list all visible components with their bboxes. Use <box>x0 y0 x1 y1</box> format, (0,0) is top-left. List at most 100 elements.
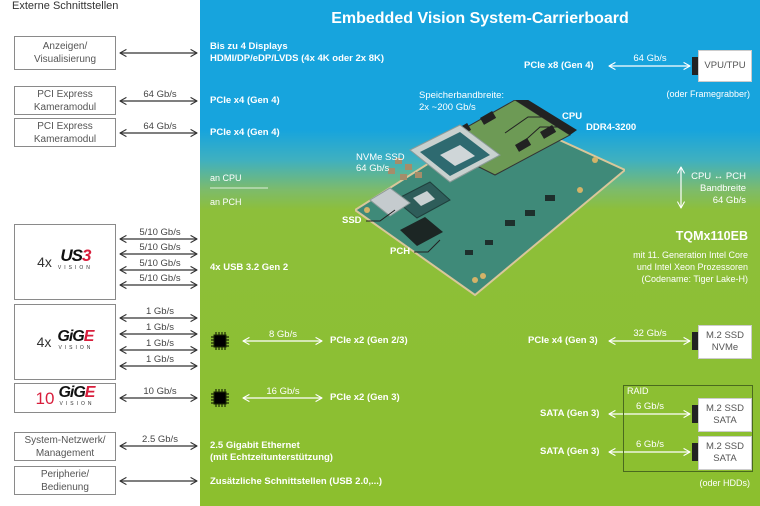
m2-sata-ssd-box-1: M.2 SSD SATA <box>698 398 752 432</box>
raid-label: RAID <box>627 386 649 396</box>
10gige-logo-accent: E <box>84 383 96 401</box>
network-management-box: System-Netzwerk/ Management <box>14 432 116 461</box>
gige-logo-accent: E <box>83 327 95 345</box>
vpu-rate: 64 Gb/s <box>633 53 667 64</box>
pcie-camera-2-line1: PCI Express <box>37 120 93 132</box>
pch-callout: PCH <box>390 246 411 257</box>
network-box-line2: Management <box>35 447 95 459</box>
network-rate: 2.5 Gb/s <box>142 434 178 445</box>
10gige-vision-logo: GiGE VISION <box>58 383 96 411</box>
sata-1-interface: SATA (Gen 3) <box>540 408 600 419</box>
usb3-logo-main: US <box>60 246 83 265</box>
gige-logo-main: GiG <box>57 327 84 345</box>
nvme-connector <box>692 332 698 350</box>
m2-sata-ssd-box-2: M.2 SSD SATA <box>698 436 752 470</box>
memory-bandwidth-line1: Speicherbandbreite: <box>419 90 505 101</box>
pcie-camera-1-line1: PCI Express <box>37 88 93 100</box>
usb-interface: 4x USB 3.2 Gen 2 <box>210 262 289 273</box>
10gige-vision-box: 10 GiGE VISION <box>14 383 116 413</box>
gige-count: 4x <box>36 333 52 350</box>
module-desc-line2: und Intel Xeon Prozessoren <box>636 262 748 272</box>
gige-vision-box: 4x GiGE VISION <box>14 304 116 380</box>
network-box-line1: System-Netzwerk/ <box>24 434 106 446</box>
usb3-count: 4x <box>37 253 52 270</box>
m2-sata-2-line2: SATA <box>713 453 737 464</box>
ethernet-interface-line1: 2.5 Gigabit Ethernet <box>210 440 300 451</box>
sata-1-rate: 6 Gb/s <box>636 401 664 412</box>
sata-1-connector <box>692 405 698 423</box>
cpu-label: an CPU <box>210 173 242 183</box>
controller-chip-icon <box>211 389 229 407</box>
displays-box-line1: Anzeigen/ <box>42 41 88 52</box>
usb3-vision-logo: US3 VISION <box>57 246 93 275</box>
m2-sata-1-line2: SATA <box>713 415 737 426</box>
nvme-rate: 32 Gb/s <box>633 328 667 339</box>
cpu-pch-bandwidth-line3: 64 Gb/s <box>712 195 746 206</box>
pcie-camera-1-line2: Kameramodul <box>33 101 97 113</box>
m2-nvme-line1: M.2 SSD <box>705 330 744 341</box>
10gige-pcie-rate: 16 Gb/s <box>266 386 300 397</box>
gige-vision-logo: GiGE VISION <box>57 327 95 355</box>
pch-label: an PCH <box>210 197 242 207</box>
peripherals-box: Peripherie/ Bedienung <box>14 466 116 495</box>
pcie-camera-box-2: PCI Express Kameramodul <box>14 118 116 147</box>
sata-2-connector <box>692 443 698 461</box>
m2-nvme-line2: NVMe <box>711 342 739 353</box>
gige-rate-4: 1 Gb/s <box>146 354 174 365</box>
pcie-camera-2-line2: Kameramodul <box>33 133 97 145</box>
framegrabber-note: (oder Framegrabber) <box>666 89 750 99</box>
m2-nvme-ssd-box: M.2 SSD NVMe <box>698 325 752 359</box>
pcie-camera-box-1: PCI Express Kameramodul <box>14 86 116 115</box>
gige-rate-2: 1 Gb/s <box>146 322 174 333</box>
sata-2-rate: 6 Gb/s <box>636 439 664 450</box>
sata-2-interface: SATA (Gen 3) <box>540 446 600 457</box>
nvme-ssd-label-line1: NVMe SSD <box>356 152 405 163</box>
gige-pcie-rate: 8 Gb/s <box>269 329 297 340</box>
usb-rate-4: 5/10 Gb/s <box>139 273 181 284</box>
10gige-logo-main: GiG <box>58 383 85 401</box>
vpu-tpu-box: VPU/TPU <box>698 50 752 82</box>
m2-sata-2-line1: M.2 SSD <box>705 441 744 452</box>
10gige-logo-sub: VISION <box>59 400 95 407</box>
vpu-tpu-label: VPU/TPU <box>704 60 746 71</box>
cpu-pch-bandwidth-line2: Bandbreite <box>700 183 746 194</box>
raid-group <box>623 385 753 472</box>
controller-chip-icon <box>211 332 229 350</box>
gige-rate-1: 1 Gb/s <box>146 306 174 317</box>
gige-rate-3: 1 Gb/s <box>146 338 174 349</box>
hdd-note: (oder HDDs) <box>699 478 750 488</box>
ddr-callout: DDR4-3200 <box>586 122 637 133</box>
ethernet-interface-line2: (mit Echtzeitunterstützung) <box>210 452 333 463</box>
extra-interfaces: Zusätzliche Schnittstellen (USB 2.0,...) <box>210 476 383 487</box>
displays-box-line2: Visualisierung <box>33 54 97 65</box>
cpu-callout: CPU <box>562 111 583 122</box>
displays-interface-line1: Bis zu 4 Displays <box>210 41 288 52</box>
usb3-logo-sub: VISION <box>57 265 93 271</box>
module-name: TQMx110EB <box>675 229 748 243</box>
displays-box: Anzeigen/ Visualisierung <box>14 36 116 70</box>
tqmx110eb-module-image <box>355 100 625 297</box>
vpu-interface: PCIe x8 (Gen 4) <box>524 60 594 71</box>
pcie-cam-2-interface: PCIe x4 (Gen 4) <box>210 127 280 138</box>
peripherals-box-line2: Bedienung <box>41 481 89 493</box>
page-title: Embedded Vision System-Carrierboard <box>331 10 629 27</box>
10gige-rate: 10 Gb/s <box>143 386 177 397</box>
pcie-cam-2-rate: 64 Gb/s <box>143 121 177 132</box>
usb-rate-1: 5/10 Gb/s <box>139 227 181 238</box>
usb3-vision-box: 4x US3 VISION <box>14 224 116 300</box>
usb-rate-3: 5/10 Gb/s <box>139 258 181 269</box>
cpu-pch-bandwidth-line1: CPU ↔ PCH <box>691 171 746 182</box>
external-interfaces-heading: Externe Schnittstellen <box>12 0 119 12</box>
m2-sata-1-line1: M.2 SSD <box>705 403 744 414</box>
usb3-logo-accent: 3 <box>81 246 92 265</box>
memory-bandwidth-line2: 2x ~200 Gb/s <box>419 102 476 113</box>
gige-logo-sub: VISION <box>58 344 94 351</box>
peripherals-box-line1: Peripherie/ <box>40 468 90 480</box>
ssd-callout: SSD <box>342 215 362 226</box>
usb-rate-2: 5/10 Gb/s <box>139 242 181 253</box>
10gige-pcie-interface: PCIe x2 (Gen 3) <box>330 392 400 403</box>
nvme-interface: PCIe x4 (Gen 3) <box>528 335 598 346</box>
10gige-count: 10 <box>35 388 55 408</box>
